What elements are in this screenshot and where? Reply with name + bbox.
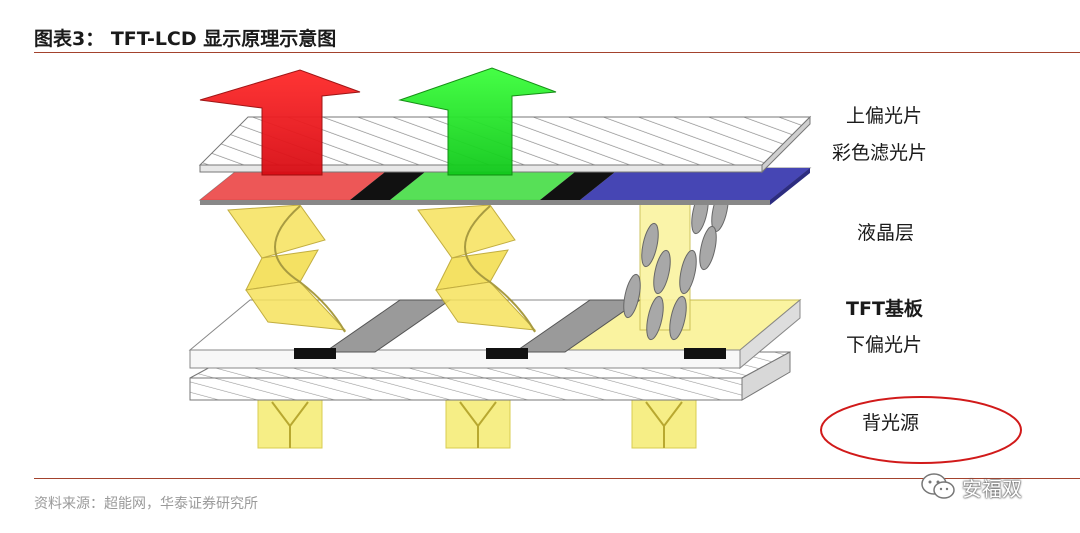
wechat-icon xyxy=(921,473,955,499)
watermark: 安福双 xyxy=(920,470,1022,504)
label-upper-polarizer: 上偏光片 xyxy=(846,105,923,127)
liquid-crystal-twist-left xyxy=(227,204,347,333)
liquid-crystal-twist-middle xyxy=(417,204,537,333)
watermark-text: 安福双 xyxy=(962,476,1022,501)
backlight-units xyxy=(257,397,697,449)
bottom-rule xyxy=(34,478,1080,479)
figure-title: 图表3： TFT-LCD 显示原理示意图 xyxy=(34,28,337,50)
source-note: 资料来源：超能网，华泰证券研究所 xyxy=(34,496,258,512)
label-color-filter: 彩色滤光片 xyxy=(832,142,928,164)
color-filter xyxy=(198,167,812,205)
label-lower-polarizer: 下偏光片 xyxy=(846,334,923,356)
label-liquid-crystal: 液晶层 xyxy=(857,222,915,244)
green-light-arrow xyxy=(398,67,557,176)
label-backlight: 背光源 xyxy=(862,412,920,434)
backlight-highlight-circle xyxy=(820,396,1022,464)
label-tft-substrate: TFT基板 xyxy=(846,298,923,320)
top-rule xyxy=(34,52,1080,53)
red-light-arrow xyxy=(199,69,361,176)
